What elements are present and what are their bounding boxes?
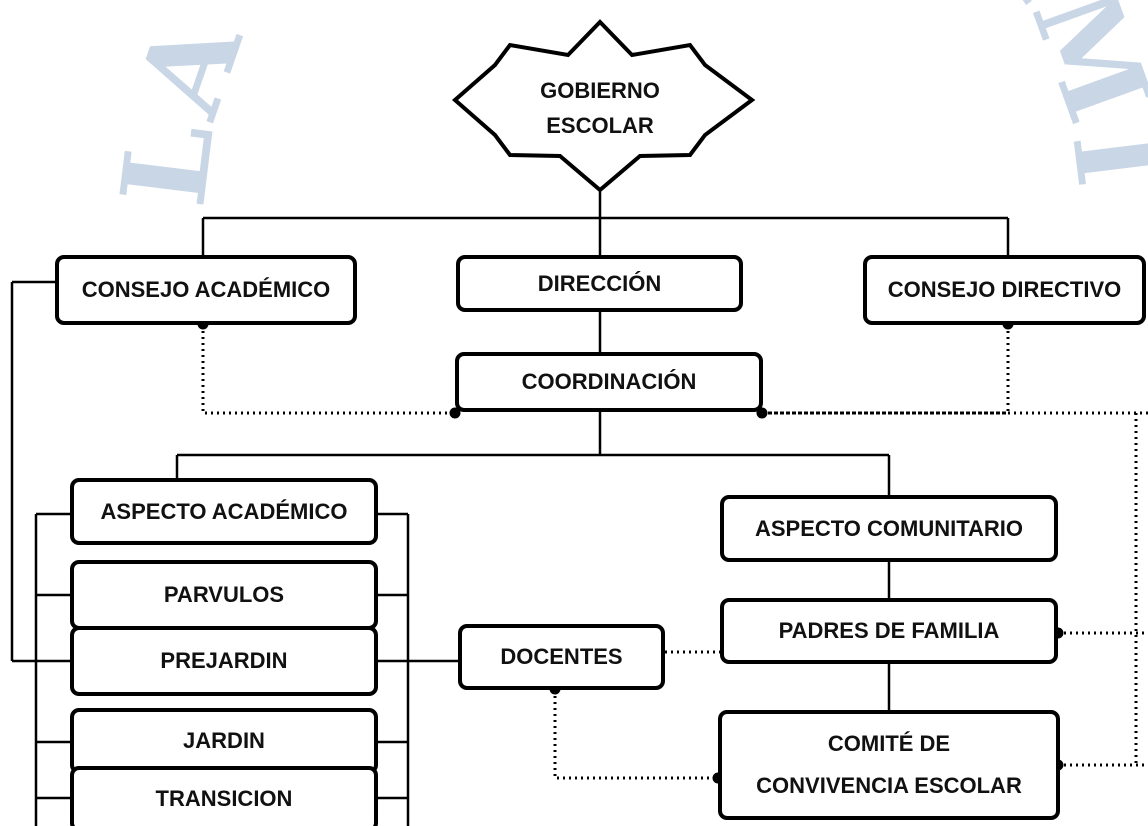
node-label: ASPECTO COMUNITARIO	[754, 515, 1024, 541]
node-consejo-academico: CONSEJO ACADÉMICO	[55, 255, 357, 325]
node-label: ASPECTO ACADÉMICO	[100, 498, 348, 524]
node-label: DIRECCIÓN	[537, 270, 662, 296]
node-direccion: DIRECCIÓN	[456, 255, 743, 312]
node-comite-convivencia: COMITÉ DE CONVIVENCIA ESCOLAR	[718, 710, 1060, 820]
node-label: JARDIN	[183, 728, 265, 754]
node-label-line-2: CONVIVENCIA ESCOLAR	[756, 773, 1022, 798]
node-parvulos: PARVULOS	[70, 560, 378, 630]
node-label: PREJARDIN	[160, 648, 288, 674]
node-label: CONSEJO DIRECTIVO	[887, 277, 1122, 303]
node-label: TRANSICION	[155, 786, 293, 812]
node-prejardin: PREJARDIN	[70, 626, 378, 696]
root-node: GOBIERNO ESCOLAR	[495, 58, 705, 158]
node-coordinacion: COORDINACIÓN	[455, 352, 763, 412]
node-label-line-1: COMITÉ DE	[827, 731, 951, 757]
node-label: DOCENTES	[500, 644, 623, 670]
root-line-1: GOBIERNO	[540, 77, 660, 103]
node-transicion: TRANSICION	[70, 766, 378, 826]
node-docentes: DOCENTES	[458, 624, 665, 690]
root-line-2: ESCOLAR	[546, 113, 654, 138]
node-consejo-directivo: CONSEJO DIRECTIVO	[863, 255, 1146, 325]
node-aspecto-comunitario: ASPECTO COMUNITARIO	[720, 495, 1058, 562]
solid-connectors	[10, 190, 1010, 826]
node-label: COORDINACIÓN	[521, 369, 697, 395]
root-star-shape	[451, 19, 756, 193]
node-jardin: JARDIN	[70, 708, 378, 774]
node-label: CONSEJO ACADÉMICO	[81, 277, 331, 303]
node-label: PARVULOS	[163, 582, 285, 608]
node-aspecto-academico: ASPECTO ACADÉMICO	[70, 478, 378, 545]
dotted-connectors	[201, 325, 1148, 780]
node-padres-de-familia: PADRES DE FAMILIA	[720, 598, 1058, 664]
node-label: PADRES DE FAMILIA	[778, 618, 1000, 644]
